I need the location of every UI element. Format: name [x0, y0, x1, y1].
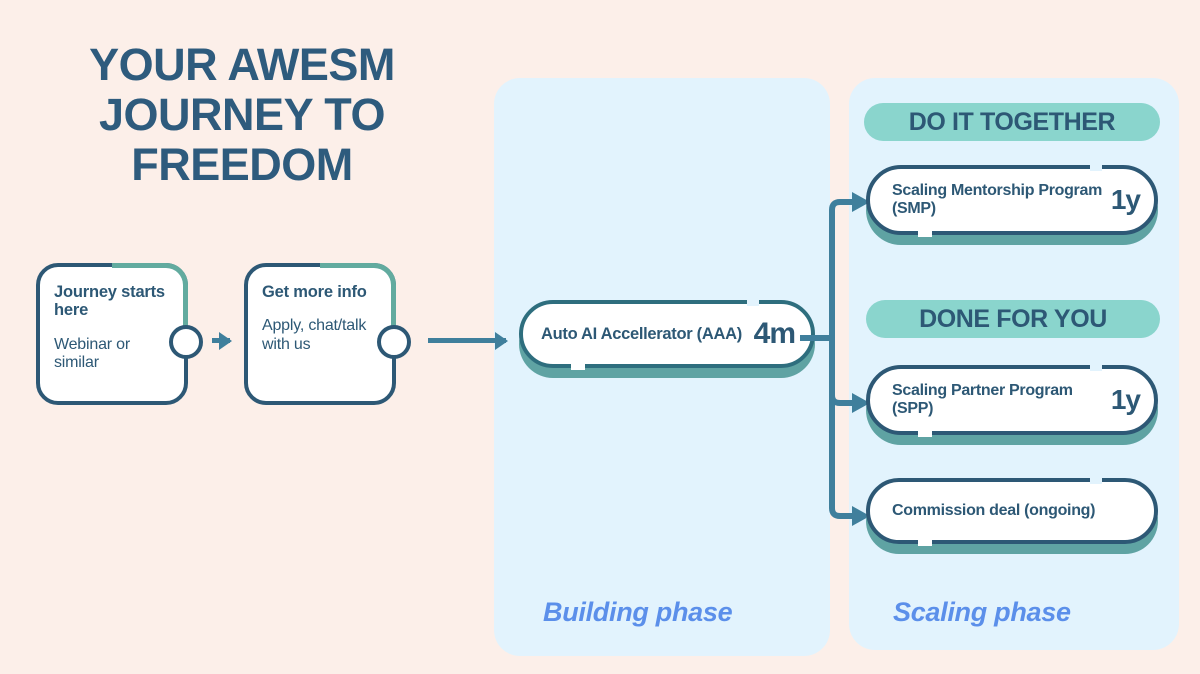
step-card-body: Apply, chat/talk with us — [262, 317, 367, 353]
program-card-auto-ai-accelerator[interactable]: Auto AI Accellerator (AAA) 4m — [519, 298, 815, 370]
duration-badge: 4m — [753, 317, 796, 350]
program-card-title: Auto AI Accellerator (AAA) — [541, 324, 742, 343]
program-card-title: Commission deal (ongoing) — [892, 502, 1096, 520]
page-title-line-1: YOUR AWESM — [89, 39, 395, 90]
border-gap-decoration — [918, 538, 932, 546]
node-circle-icon — [377, 325, 411, 359]
step-card-body: Webinar or similar — [54, 335, 130, 372]
program-card-scaling-mentorship-program[interactable]: Scaling Mentorship Program (SMP) 1y — [866, 163, 1158, 237]
border-gap-decoration — [918, 229, 932, 237]
node-circle-icon — [169, 325, 203, 359]
page-title-line-2: JOURNEY TO — [99, 88, 385, 140]
border-gap-decoration — [571, 362, 585, 370]
program-card-title: Scaling Partner Program (SPP) — [892, 382, 1073, 417]
program-card-scaling-partner-program[interactable]: Scaling Partner Program (SPP) 1y — [866, 363, 1158, 437]
duration-badge: 1y — [1110, 184, 1141, 215]
section-banner-do-it-together: DO IT TOGETHER — [864, 103, 1160, 141]
step-card-get-more-info[interactable]: Get more info Apply, chat/talk with us — [244, 263, 411, 405]
step-card-journey-start[interactable]: Journey starts here Webinar or similar — [36, 263, 203, 405]
border-gap-decoration — [918, 429, 932, 437]
building-phase-label: Building phase — [543, 597, 733, 627]
step-card-title: Journey starts here — [54, 283, 165, 320]
section-banner-done-for-you: DONE FOR YOU — [866, 300, 1160, 338]
page-title: YOUR AWESM JOURNEY TO FREEDOM — [52, 40, 432, 190]
border-gap-decoration — [747, 298, 759, 306]
duration-badge: 1y — [1110, 384, 1141, 415]
border-gap-decoration — [1090, 476, 1102, 484]
scaling-phase-label: Scaling phase — [893, 597, 1071, 627]
program-card-title: Scaling Mentorship Program (SMP) — [892, 182, 1103, 217]
arrow-journey-to-getinfo — [212, 338, 230, 343]
page-title-line-3: FREEDOM — [131, 138, 353, 190]
step-card-title: Get more info — [262, 283, 367, 301]
border-gap-decoration — [1090, 363, 1102, 371]
scaling-phase-panel — [849, 78, 1179, 650]
program-card-commission-deal[interactable]: Commission deal (ongoing) — [866, 476, 1158, 546]
border-gap-decoration — [1090, 163, 1102, 171]
arrow-getinfo-to-accelerator — [428, 338, 506, 343]
